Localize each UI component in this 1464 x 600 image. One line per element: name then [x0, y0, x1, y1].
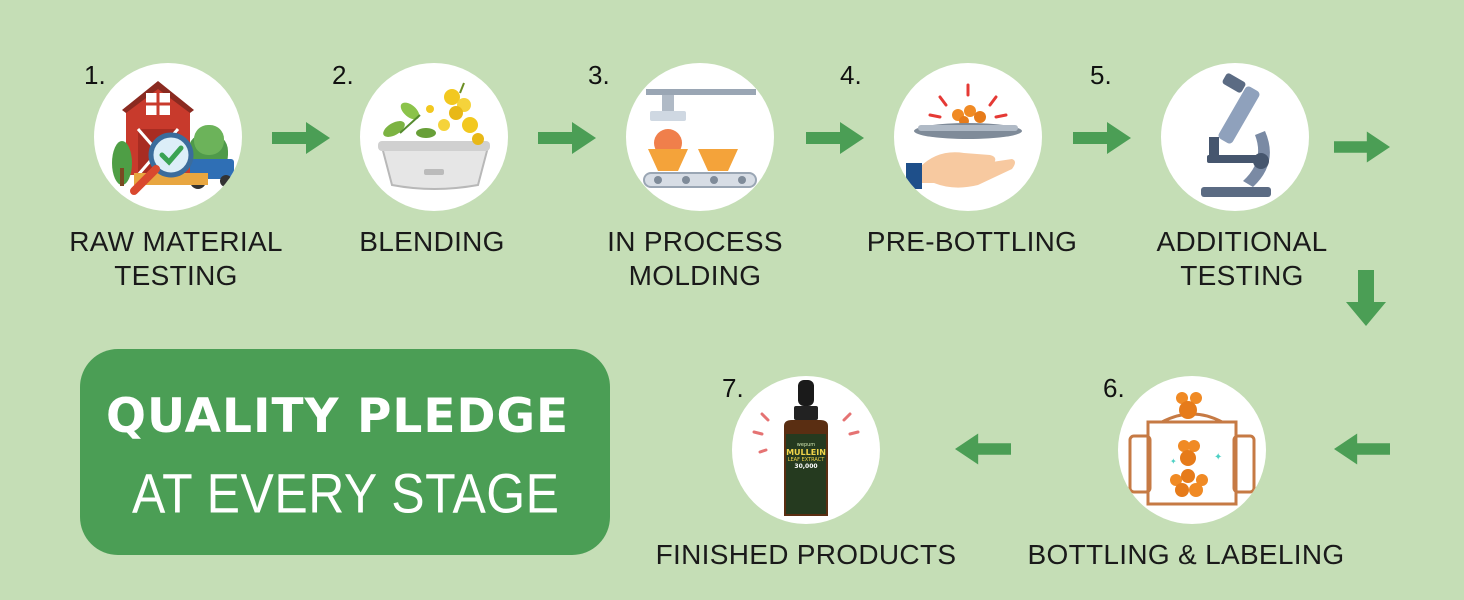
svg-text:✦: ✦	[1170, 457, 1177, 466]
arrow-left-icon	[1334, 433, 1390, 465]
pledge-subtitle: AT EVERY STAGE	[132, 462, 560, 525]
gummy-jar-icon: ✦ ✦	[1128, 392, 1256, 506]
step-6-label: BOTTLING & LABELING	[1027, 539, 1345, 570]
step-2-circle	[360, 63, 508, 211]
step-5-number: 5.	[1090, 60, 1112, 90]
step-6-number: 6.	[1103, 373, 1125, 403]
step-1-circle	[94, 63, 242, 211]
step-3-number: 3.	[588, 60, 610, 90]
arrow-down-icon	[1346, 270, 1386, 326]
barn-magnifier-icon	[112, 81, 234, 195]
arrow-left-icon	[955, 433, 1011, 465]
step-6-circle: ✦ ✦	[1118, 376, 1266, 524]
microscope-icon	[1201, 73, 1271, 197]
step-4-label: PRE-BOTTLING	[866, 226, 1078, 257]
molding-conveyor-icon	[643, 89, 757, 188]
arrow-right-icon	[272, 122, 330, 154]
step-1-number: 1.	[84, 60, 106, 90]
step-2-label: BLENDING	[359, 226, 505, 257]
svg-text:✦: ✦	[1214, 452, 1222, 463]
blending-bowl-icon	[378, 82, 490, 190]
step-3-circle	[626, 63, 774, 211]
quality-pledge-box: QUALITY PLEDGE AT EVERY STAGE	[80, 349, 610, 555]
arrow-right-icon	[806, 122, 864, 154]
arrow-right-icon	[1073, 122, 1131, 154]
arrow-right-icon	[1334, 131, 1390, 163]
step-5-circle	[1161, 63, 1309, 211]
step-4-circle	[894, 63, 1042, 211]
dropper-bottle-icon	[752, 380, 860, 516]
product-subtitle: LEAF EXTRACT	[787, 457, 825, 463]
product-brand: wepum	[796, 442, 816, 448]
product-amount: 30,000	[794, 463, 818, 470]
step-7-label: FINISHED PRODUCTS	[655, 539, 957, 570]
hand-tray-icon	[906, 83, 1022, 189]
product-name: MULLEIN	[786, 448, 826, 457]
step-7-circle	[732, 376, 880, 524]
step-4-number: 4.	[840, 60, 862, 90]
product-label: wepum MULLEIN LEAF EXTRACT 30,000	[786, 442, 826, 471]
step-2-number: 2.	[332, 60, 354, 90]
arrow-right-icon	[538, 122, 596, 154]
pledge-title: QUALITY PLEDGE	[106, 389, 570, 444]
step-7-number: 7.	[722, 373, 744, 403]
